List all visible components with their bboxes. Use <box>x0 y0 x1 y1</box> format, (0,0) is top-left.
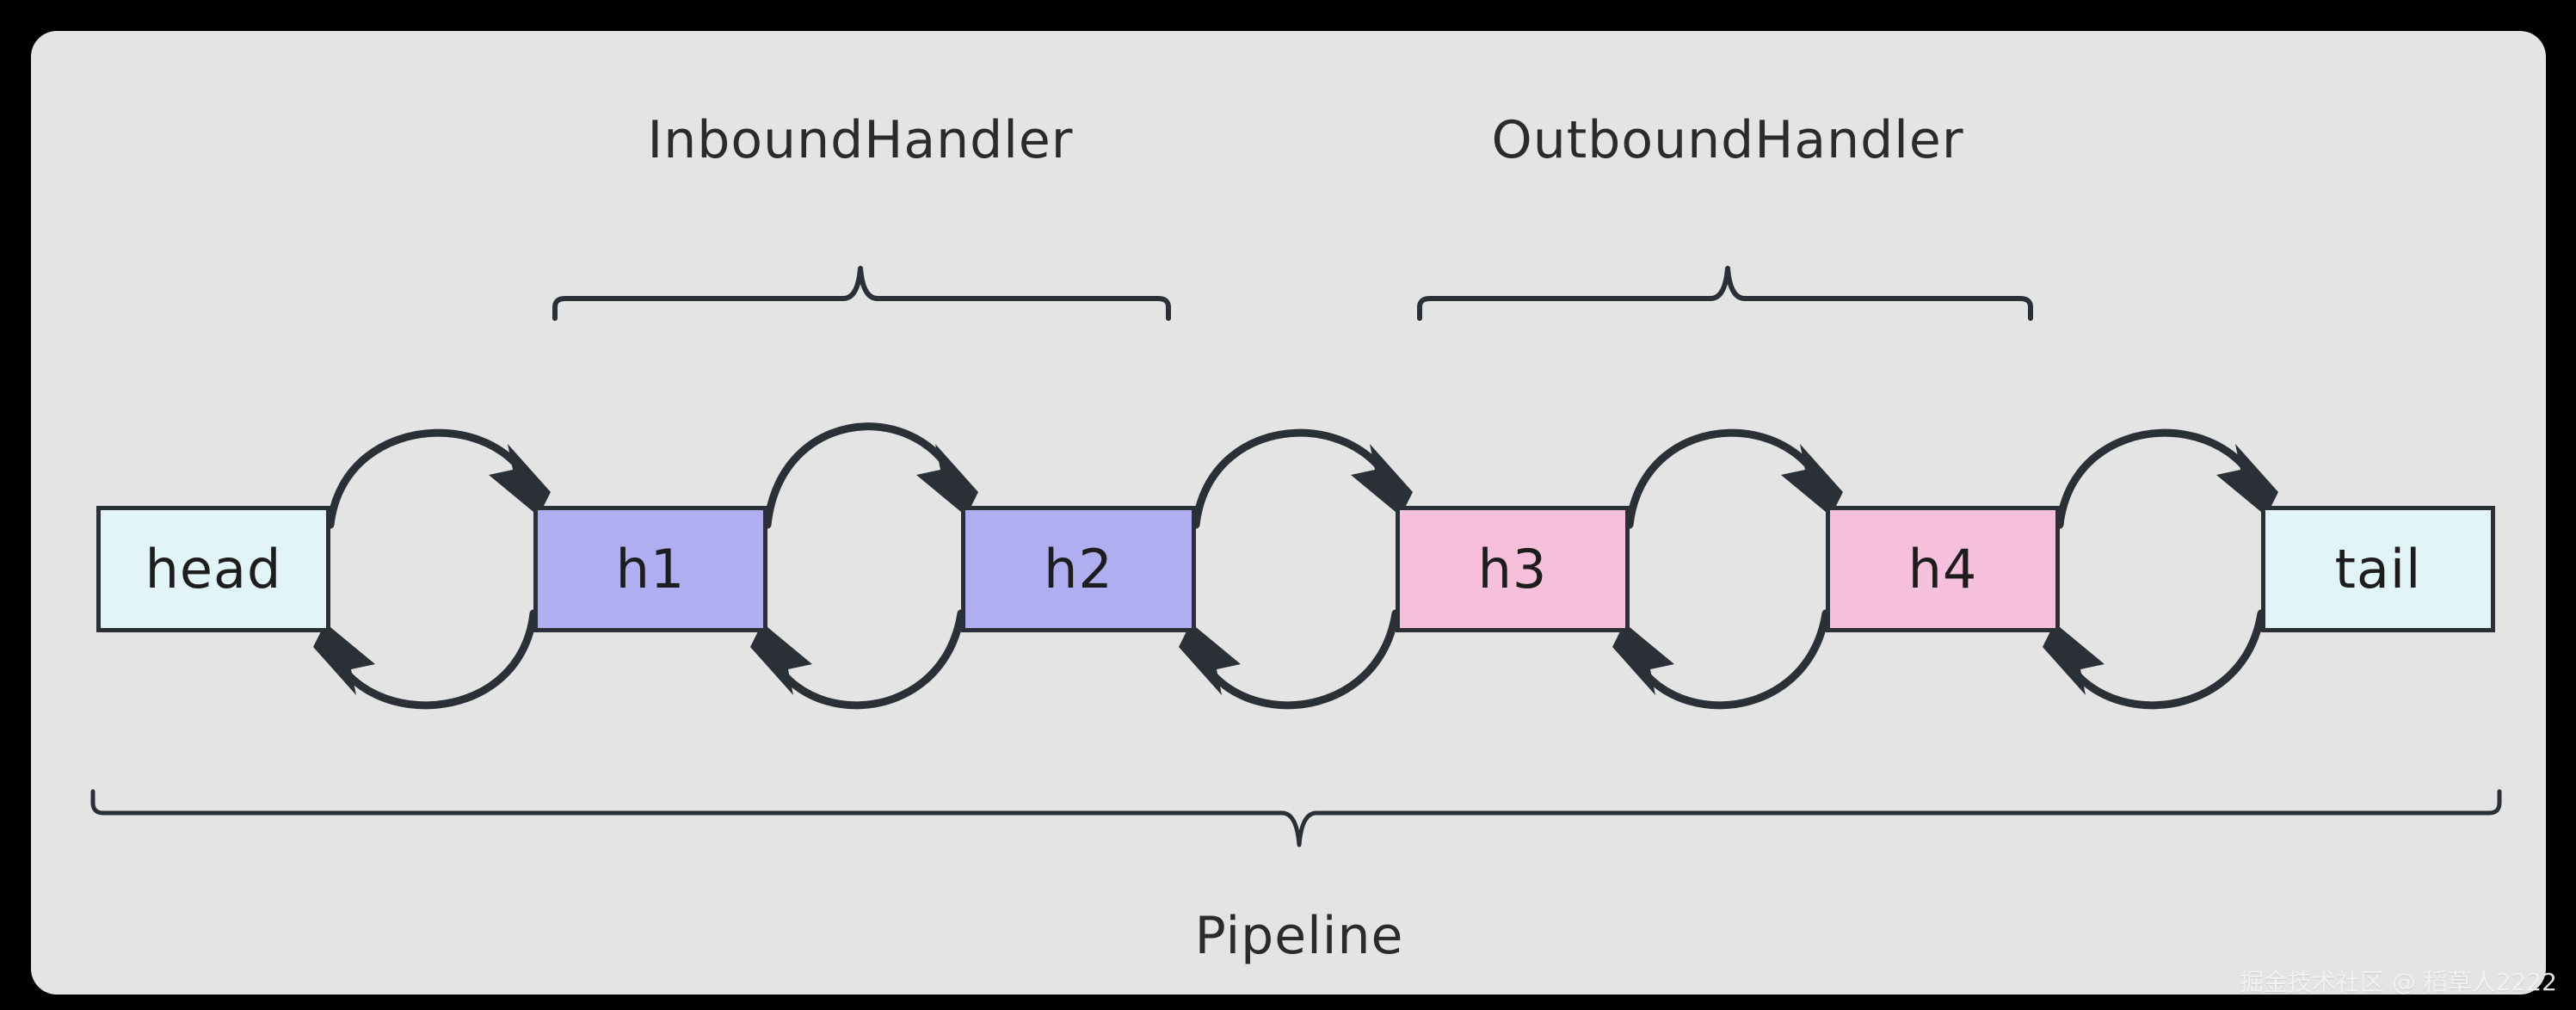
arrowhead-h3-h4-right <box>1781 444 1843 516</box>
node-h1-label: h1 <box>615 538 686 600</box>
brace-group <box>90 266 2502 847</box>
node-h4-label: h4 <box>1907 538 1978 600</box>
arrowhead-h4-h3-left <box>1612 623 1674 695</box>
arrowhead-head-h1-right <box>489 444 551 516</box>
brace-inbound <box>552 266 1171 321</box>
node-h2[interactable]: h2 <box>961 506 1196 632</box>
node-h2-label: h2 <box>1044 538 1113 600</box>
node-h3[interactable]: h3 <box>1396 506 1630 632</box>
arrowhead-h1-head-left <box>313 623 375 695</box>
brace-pipeline <box>90 789 2502 847</box>
group-label-inbound: InboundHandler <box>647 110 1074 170</box>
node-h4[interactable]: h4 <box>1826 506 2060 632</box>
arrowhead-h4-tail-right <box>2216 444 2278 516</box>
node-tail[interactable]: tail <box>2261 506 2495 632</box>
arrowhead-tail-h4-left <box>2043 623 2105 695</box>
diagram-card <box>31 31 2546 995</box>
arrowhead-h1-h2-right <box>916 444 978 516</box>
arrowhead-h2-h3-right <box>1351 444 1413 516</box>
node-head-label: head <box>145 538 282 600</box>
node-tail-label: tail <box>2334 538 2422 600</box>
node-h3-label: h3 <box>1477 538 1548 600</box>
arrowhead-h3-h2-left <box>1179 623 1241 695</box>
arrowhead-group <box>313 444 2278 695</box>
group-label-outbound: OutboundHandler <box>1491 110 1964 170</box>
arrowhead-h2-h1-left <box>750 623 812 695</box>
watermark: 掘金技术社区 @ 稻草人2222 <box>2239 968 2557 996</box>
node-h1[interactable]: h1 <box>533 506 767 632</box>
pipeline-label: Pipeline <box>1194 906 1404 966</box>
brace-outbound <box>1417 266 2033 321</box>
node-head[interactable]: head <box>96 506 330 632</box>
